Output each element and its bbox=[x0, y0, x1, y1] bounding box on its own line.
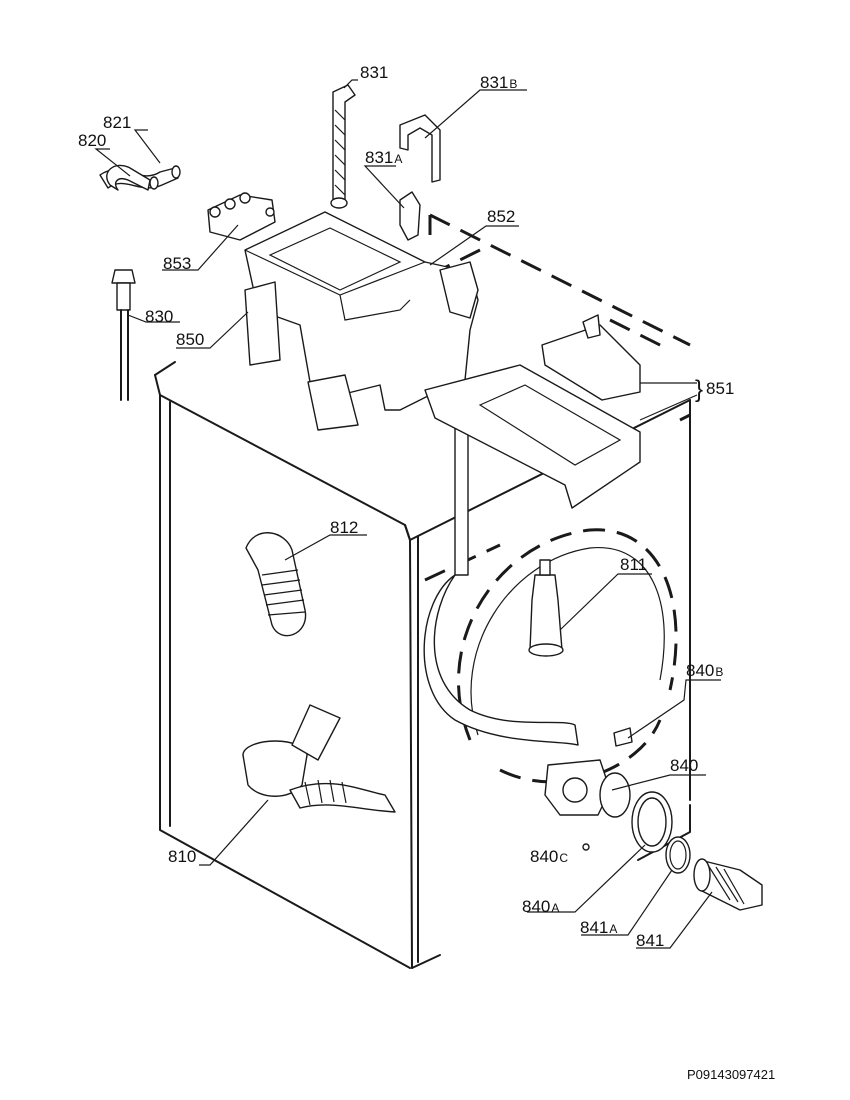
label-841a: 841A bbox=[580, 918, 617, 937]
label-810: 810 bbox=[168, 847, 196, 866]
part-831-hose bbox=[330, 84, 356, 209]
label-853: 853 bbox=[163, 254, 191, 273]
label-840c: 840C bbox=[530, 847, 568, 866]
label-840: 840 bbox=[670, 756, 698, 775]
label-821: 821 bbox=[103, 113, 131, 132]
label-812: 812 bbox=[330, 518, 358, 537]
part-853-valve bbox=[207, 192, 276, 241]
label-841: 841 bbox=[636, 931, 664, 950]
label-830: 830 bbox=[145, 307, 173, 326]
part-850-852-dispenser-housing bbox=[244, 211, 479, 431]
label-851: 851 bbox=[706, 379, 734, 398]
diagram-code: P09143097421 bbox=[687, 1067, 775, 1082]
label-820: 820 bbox=[78, 131, 106, 150]
part-841-filter bbox=[693, 858, 763, 911]
part-812-bellows bbox=[245, 532, 307, 637]
cabinet-outline bbox=[154, 361, 691, 969]
label-852: 852 bbox=[487, 207, 515, 226]
label-831b: 831B bbox=[480, 73, 517, 92]
label-840b: 840B bbox=[686, 661, 723, 680]
label-850: 850 bbox=[176, 330, 204, 349]
part-810-sump bbox=[242, 704, 396, 813]
part-820-821-hoses bbox=[99, 164, 181, 191]
label-811: 811 bbox=[620, 555, 647, 574]
part-831a-clip bbox=[399, 191, 421, 241]
part-830-inlet-hose bbox=[111, 269, 136, 401]
door-ring bbox=[457, 528, 678, 784]
part-811-sensor bbox=[528, 559, 564, 657]
label-840a: 840A bbox=[522, 897, 559, 916]
label-851-brace: } bbox=[695, 376, 703, 403]
internal-hose bbox=[423, 419, 579, 746]
label-831: 831 bbox=[360, 63, 388, 82]
part-labels: 821 820 831 831B 831A 852 853 830 850 } … bbox=[78, 63, 734, 950]
leader-lines bbox=[94, 79, 721, 949]
label-831a: 831A bbox=[365, 148, 402, 167]
part-831b-bracket bbox=[399, 114, 441, 183]
part-841a-oring bbox=[665, 836, 691, 874]
part-851-detergent-drawer bbox=[424, 314, 641, 509]
part-840-pump bbox=[544, 727, 673, 853]
